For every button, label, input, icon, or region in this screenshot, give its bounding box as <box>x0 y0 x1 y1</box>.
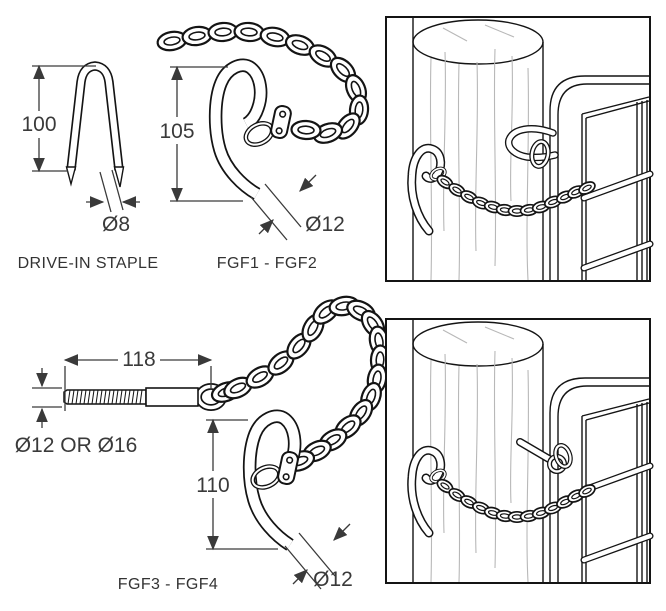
bolt-diameter-dimension: Ø12 OR Ø16 <box>15 368 138 457</box>
panel-border <box>385 318 651 584</box>
wooden-post <box>412 18 544 281</box>
fgf1-fgf2-drawing: 105 Ø12 FGF1 - FGF2 <box>155 20 371 272</box>
eye-bolt-drawing: 118 Ø12 OR Ø16 <box>15 347 227 457</box>
wooden-post <box>412 320 544 583</box>
staple-diameter-value: Ø8 <box>102 213 130 236</box>
fgf1-diameter-dimension: Ø12 <box>250 174 345 241</box>
bolt-diameter-value: Ø12 OR Ø16 <box>15 434 138 457</box>
hook <box>208 58 268 200</box>
bolt-length-value: 118 <box>122 348 155 371</box>
fgf1-diameter-value: Ø12 <box>305 213 345 236</box>
gate-frame <box>549 75 650 280</box>
fgf3-height-dimension: 110 <box>194 418 278 551</box>
staple-left-point <box>65 166 77 187</box>
drive-in-staple-fixing <box>504 125 559 169</box>
staple-diameter-dimension: Ø8 <box>86 169 140 236</box>
chain-clevis <box>277 450 299 486</box>
usage-illustration-staple <box>385 16 650 282</box>
staple-height-dimension: 100 <box>21 64 96 173</box>
bolt-length-dimension: 118 <box>63 347 213 411</box>
fgf1-height-value: 105 <box>159 120 194 143</box>
fgf1-fgf2-label: FGF1 - FGF2 <box>217 255 317 272</box>
fgf1-height-dimension: 105 <box>158 65 243 203</box>
bolt-shank <box>145 387 199 407</box>
chain-clevis <box>270 104 292 140</box>
fgf3-diameter-dimension: Ø12 <box>284 523 353 591</box>
fgf3-height-value: 110 <box>196 474 229 497</box>
fgf3-diameter-value: Ø12 <box>313 568 353 591</box>
staple-height-value: 100 <box>21 113 56 136</box>
eye-bolt-fixing <box>516 438 573 474</box>
staple-right-point <box>113 166 125 188</box>
staple-drawing: 100 Ø8 DRIVE-IN STAPLE <box>18 61 159 272</box>
fgf3-fgf4-label: FGF3 - FGF4 <box>118 576 218 593</box>
bolt-thread <box>63 387 199 407</box>
fgf3-fgf4-drawing: 110 Ø12 FGF3 - FGF4 <box>118 293 392 593</box>
usage-illustration-eye-bolt <box>385 318 651 584</box>
staple-label: DRIVE-IN STAPLE <box>18 255 159 272</box>
